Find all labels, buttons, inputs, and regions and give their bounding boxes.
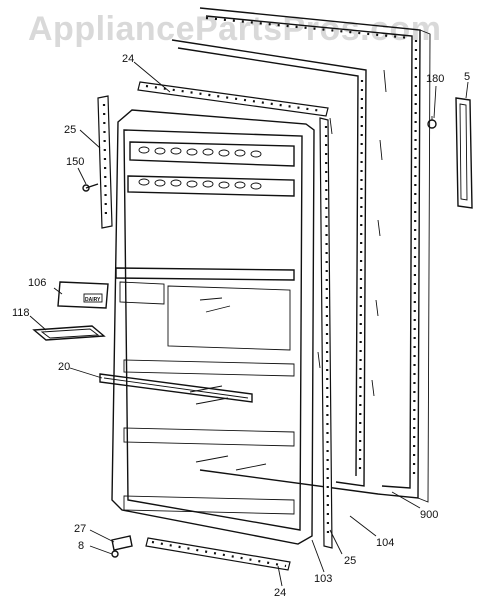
dairy-tray bbox=[32, 325, 106, 341]
bottom-hinge bbox=[111, 535, 133, 551]
callout-104: 104 bbox=[376, 537, 394, 549]
egg-cups-row-2 bbox=[138, 178, 262, 190]
callout-5: 5 bbox=[464, 71, 470, 83]
right-vertical-strip bbox=[319, 117, 333, 549]
top-gasket-strip bbox=[137, 81, 329, 117]
egg-cups-row-1 bbox=[138, 146, 262, 158]
callout-25-bottom: 25 bbox=[344, 555, 356, 567]
callout-106: 106 bbox=[28, 277, 46, 289]
outer-door-panel bbox=[199, 7, 431, 503]
door-liner bbox=[111, 109, 315, 545]
callout-180: 180 bbox=[426, 73, 444, 85]
watermark: AppliancePartsPros.com bbox=[28, 10, 442, 48]
callout-118: 118 bbox=[12, 307, 30, 319]
inner-panel bbox=[171, 39, 367, 487]
callout-150: 150 bbox=[66, 156, 84, 168]
screw bbox=[82, 183, 99, 192]
handle-screw bbox=[427, 116, 437, 129]
callout-24-bottom: 24 bbox=[274, 587, 286, 599]
callout-20: 20 bbox=[58, 361, 70, 373]
dairy-door: DAIRY bbox=[57, 281, 109, 309]
shelf-bar bbox=[99, 373, 253, 403]
callout-8: 8 bbox=[78, 540, 84, 552]
dairy-label: DAIRY bbox=[85, 297, 101, 303]
callout-27: 27 bbox=[74, 523, 86, 535]
left-vertical-strip bbox=[97, 95, 113, 229]
callout-103: 103 bbox=[314, 573, 332, 585]
callout-24-top: 24 bbox=[122, 53, 134, 65]
hinge-screw bbox=[111, 550, 119, 558]
callout-900: 900 bbox=[420, 509, 438, 521]
door-handle bbox=[455, 97, 473, 209]
leader-lines bbox=[29, 61, 469, 587]
bottom-gasket-strip bbox=[145, 537, 291, 571]
callout-25-left: 25 bbox=[64, 124, 76, 136]
